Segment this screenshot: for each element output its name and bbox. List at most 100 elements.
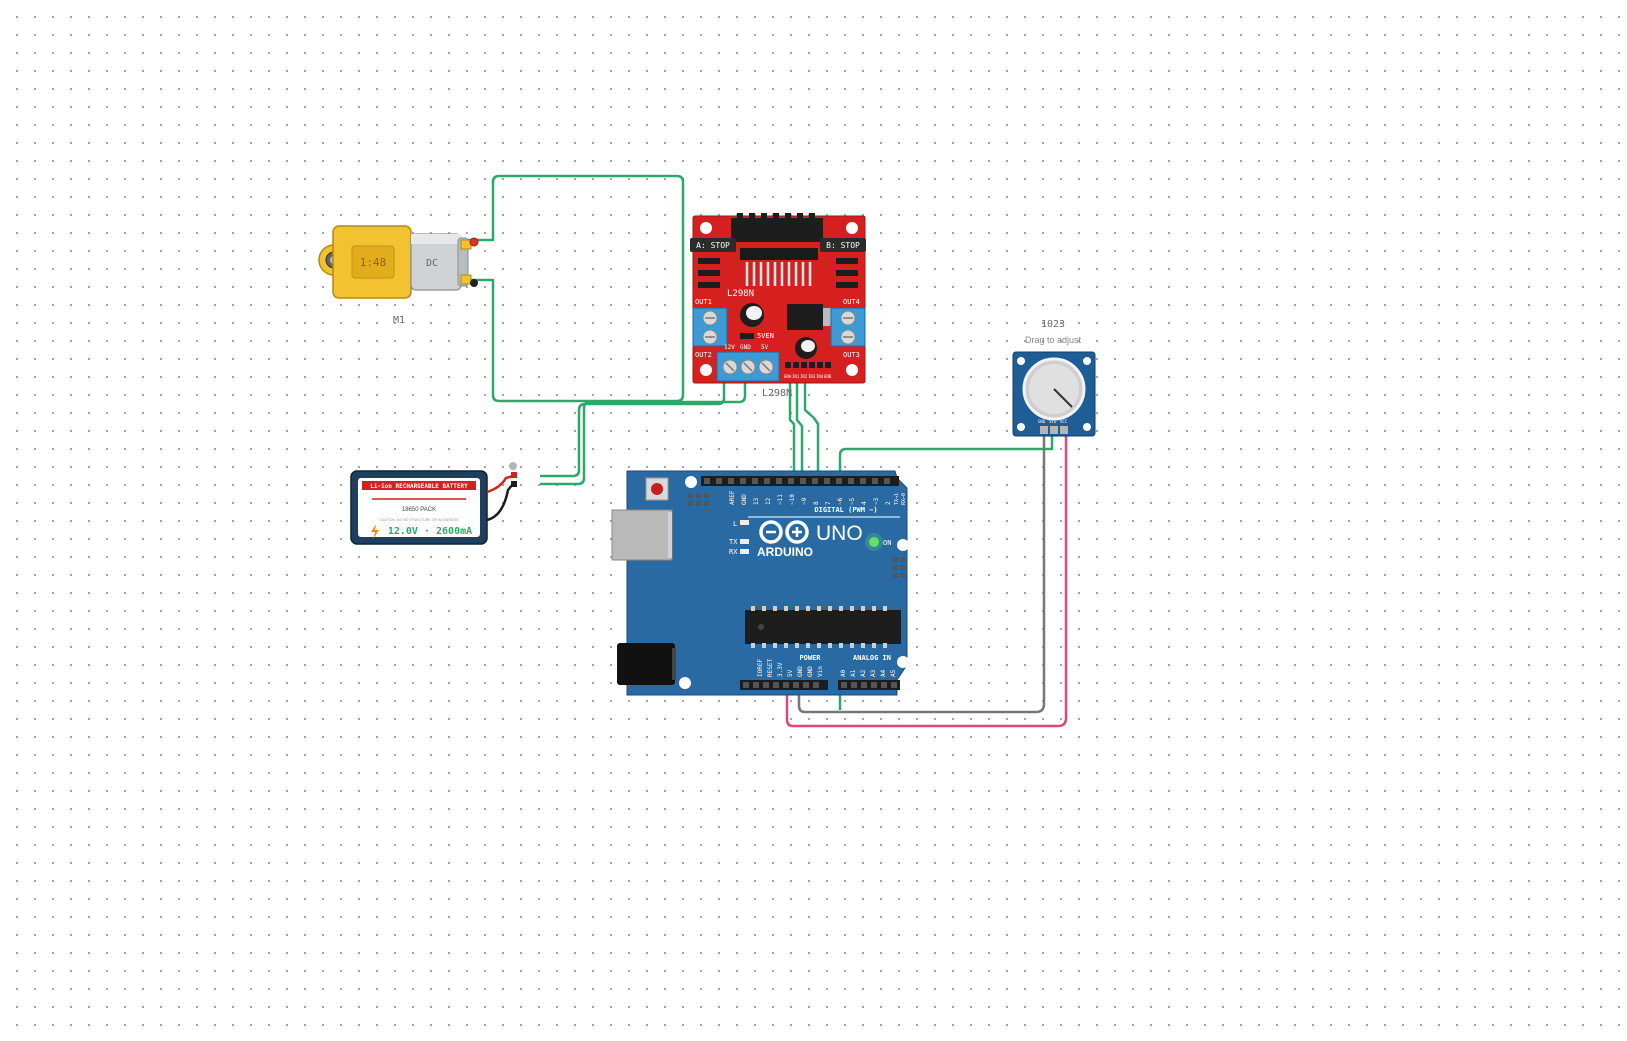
pin-vin: Vin [817,666,824,677]
l298n-driver[interactable]: A: STOP B: STOP L298N 5VEN OUT1 OUT2 [690,213,866,399]
on-label: ON [883,539,891,547]
battery-header: Li-ion RECHARGEABLE BATTERY [370,483,468,490]
pin-in3-label: IN3 [808,374,816,379]
out1-label: OUT1 [695,298,712,306]
pin-8: 8 [813,501,820,505]
pin-12: 12 [765,497,772,505]
arduino-uno[interactable]: AREF GND 13 12 ~11 ~10 ~9 8 7 ~6 ~5 4 ~3… [611,470,909,696]
pin-10: ~10 [789,494,796,505]
wire-ena[interactable] [803,372,820,478]
lightning-icon [371,524,379,539]
pin-ena-label: ENA [784,374,792,379]
pin-a3: A3 [870,669,877,677]
pin-a2: A2 [860,669,867,677]
wires [463,174,1068,728]
on-led [869,537,879,547]
pot-pin-vcc[interactable] [1060,426,1068,434]
power-label: POWER [799,654,821,662]
pot-pin-gnd-label: GND [1038,419,1046,424]
mcu-chip [745,610,901,644]
out3-label: OUT3 [843,351,860,359]
pin-aref: AREF [729,490,736,505]
wire-in2[interactable] [795,372,804,478]
driver-chip-label: L298N [727,289,754,299]
motor-name: M1 [393,315,405,326]
status-badge-b [820,238,866,252]
pot-pin-vcc-label: VCC [1060,419,1068,424]
battery-terminal[interactable] [509,462,517,470]
pot-value: 1023 [1041,319,1065,330]
digital-label: DIGITAL (PWM ~) [814,506,877,514]
pin-3: ~3 [873,497,880,505]
wire-pot-signal[interactable] [838,434,1054,710]
pin-4: 4 [861,501,868,505]
battery-rating: 12.0V · 2600mA [388,526,472,537]
wire-pot-vcc[interactable] [785,434,1068,728]
wire-battery-plus[interactable] [540,372,726,478]
usb-port [611,509,673,561]
pin-in4-label: IN4 [816,374,824,379]
ven-label: 5VEN [757,332,774,340]
pin-6: ~6 [837,497,844,505]
analog-header[interactable] [838,680,900,690]
pin-tx1: TX→1 [894,493,900,505]
wire-motor-minus[interactable] [463,278,685,403]
pin-3v3: 3.3V [777,662,784,677]
pin-reset: RESET [767,659,774,677]
power-jack [617,643,675,685]
out2-label: OUT2 [695,351,712,359]
wire-in1[interactable] [788,372,796,478]
led-l [740,520,749,525]
pin-a5: A5 [890,669,897,677]
pin-rx0: RX←0 [901,493,907,505]
pin-a4: A4 [880,669,887,677]
status-a-text: A: STOP [696,241,730,250]
battery-caution: CAUTION: DO NOT PUNCTURE OR INCINERATE [379,518,459,522]
uno-logo: UNO [816,522,863,545]
pin-13: 13 [753,497,760,505]
led-rx [740,549,749,554]
analog-label: ANALOG IN [853,654,891,662]
battery[interactable]: Li-ion RECHARGEABLE BATTERY 18650 PACK C… [350,462,517,545]
driver-chip [740,248,818,260]
pot-indicator [1053,388,1073,408]
pin-a1: A1 [850,669,857,677]
dc-motor[interactable]: 1:48 DC M1 [318,225,479,326]
status-b-text: B: STOP [826,241,860,250]
pot-pin-gnd[interactable] [1040,426,1048,434]
pin-enb-label: ENB [824,374,832,379]
arduino-brand: ARDUINO [757,545,813,559]
pot-pin-sig-label: SIG [1049,419,1057,424]
pin-gnd-d: GND [741,494,748,505]
wire-pot-gnd[interactable] [797,434,1046,714]
pwr-gnd-label: GND [740,344,751,351]
led-rx-label: RX [729,548,738,556]
pot-pin-sig[interactable] [1050,426,1058,434]
potentiometer[interactable]: 1023 Drag to adjust GND SIG VCC [1012,319,1096,437]
pin-7: 7 [825,501,832,505]
pin-a0: A0 [840,669,847,677]
battery-pack: 18650 PACK [402,507,436,513]
pwr-12v-label: 12V [724,344,735,351]
pin-2: 2 [885,501,892,505]
led-tx [740,539,749,544]
wire-motor-plus[interactable] [463,174,685,395]
motor-ratio: 1:48 [360,256,387,269]
pwr-5v-label: 5V [761,344,769,351]
arduino-infinity-icon [759,520,809,544]
out4-label: OUT4 [843,298,860,306]
motor-terminal-minus[interactable] [470,279,478,287]
motor-terminal-plus[interactable] [469,237,479,247]
pin-9: ~9 [801,497,808,505]
pin-5v: 5V [787,669,794,677]
pin-gnd-1: GND [797,666,804,677]
wire-battery-minus[interactable] [540,372,747,486]
pin-in1-label: IN1 [792,374,800,379]
led-l-label: L [733,520,737,528]
pin-ioref: IOREF [757,659,764,677]
motor-type: DC [426,258,438,269]
led-tx-label: TX [729,538,738,546]
pot-hint: Drag to adjust [1025,335,1082,345]
control-header[interactable] [785,362,831,368]
